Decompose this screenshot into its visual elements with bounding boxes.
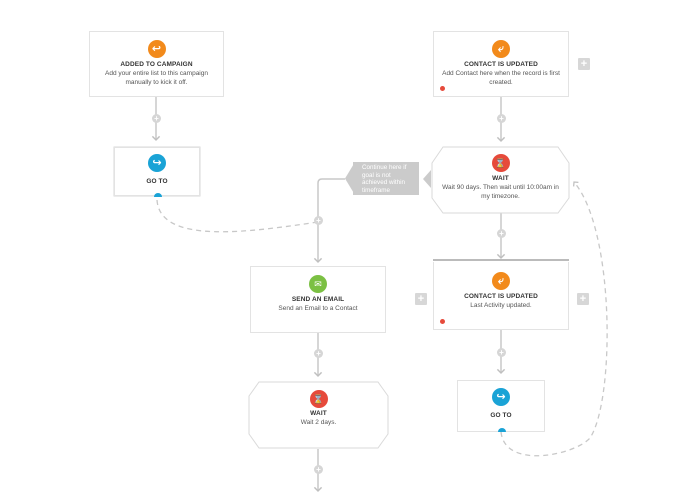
wait-node[interactable]: ⌛ WAIT Wait 90 days. Then wait until 10:… bbox=[432, 147, 569, 213]
insert-step-button[interactable]: + bbox=[314, 216, 323, 225]
insert-step-button[interactable]: + bbox=[152, 114, 161, 123]
goto-node[interactable]: ↪ GO TO bbox=[114, 147, 200, 197]
node-title: CONTACT IS UPDATED bbox=[464, 293, 538, 300]
email-icon: ✉ bbox=[309, 275, 327, 293]
add-branch-button[interactable]: + bbox=[415, 293, 427, 305]
node-description: Add Contact here when the record is firs… bbox=[442, 70, 560, 86]
node-description: Last Activity updated. bbox=[470, 302, 532, 309]
added-to-campaign-node[interactable]: ↩ ADDED TO CAMPAIGN Add your entire list… bbox=[89, 31, 224, 97]
connector-line bbox=[313, 178, 345, 264]
hourglass-icon: ⌛ bbox=[309, 390, 328, 408]
node-title: GO TO bbox=[146, 178, 168, 185]
node-description: Send an Email to a Contact bbox=[278, 305, 358, 312]
wait-node-shape bbox=[248, 381, 389, 449]
node-description: Add your entire list to this campaign ma… bbox=[105, 70, 208, 86]
insert-step-button[interactable]: + bbox=[314, 465, 323, 474]
status-dot bbox=[440, 319, 445, 324]
insert-step-button[interactable]: + bbox=[497, 348, 506, 357]
node-title: SEND AN EMAIL bbox=[291, 296, 345, 303]
goto-arrow-icon: ↪ bbox=[492, 388, 510, 406]
goto-dashed-link bbox=[500, 181, 608, 457]
node-title: ADDED TO CAMPAIGN bbox=[120, 61, 193, 68]
contact-update-icon: ⤶ bbox=[492, 272, 510, 290]
contact-updated-node[interactable]: ⤶ CONTACT IS UPDATED Last Activity updat… bbox=[433, 262, 569, 330]
add-branch-button[interactable]: + bbox=[577, 293, 589, 305]
tooltip-arrow-left bbox=[423, 170, 431, 188]
contact-updated-node[interactable]: ⤶ CONTACT IS UPDATED Add Contact here wh… bbox=[433, 31, 569, 97]
node-title: WAIT bbox=[492, 175, 509, 182]
insert-step-button[interactable]: + bbox=[497, 229, 506, 238]
node-description: Wait 90 days. Then wait until 10:00am in… bbox=[442, 184, 559, 200]
tooltip-pointer bbox=[345, 162, 355, 195]
add-branch-button[interactable]: + bbox=[578, 58, 590, 70]
status-dot bbox=[440, 86, 445, 91]
goto-connector-handle[interactable] bbox=[154, 193, 162, 197]
insert-step-button[interactable]: + bbox=[497, 114, 506, 123]
node-title: GO TO bbox=[490, 412, 512, 419]
goal-timeout-tooltip: Continue here if goal is not achieved wi… bbox=[353, 162, 419, 195]
wait-node[interactable]: ⌛ WAIT Wait 2 days. bbox=[249, 382, 388, 448]
wait-node-shape bbox=[431, 146, 570, 214]
goto-node[interactable]: ↪ GO TO bbox=[457, 380, 545, 432]
node-title: CONTACT IS UPDATED bbox=[464, 61, 538, 68]
contact-update-icon: ⤶ bbox=[492, 40, 510, 58]
hourglass-icon: ⌛ bbox=[491, 154, 510, 172]
node-description: Wait 2 days. bbox=[300, 419, 337, 426]
campaign-arrow-icon: ↩ bbox=[147, 40, 166, 58]
insert-step-button[interactable]: + bbox=[314, 349, 323, 358]
goto-connector-handle[interactable] bbox=[498, 428, 506, 432]
send-email-node[interactable]: ✉ SEND AN EMAIL Send an Email to a Conta… bbox=[250, 266, 386, 333]
goto-dashed-link bbox=[156, 199, 319, 233]
goto-arrow-icon: ↪ bbox=[148, 154, 166, 172]
node-title: WAIT bbox=[310, 410, 327, 417]
